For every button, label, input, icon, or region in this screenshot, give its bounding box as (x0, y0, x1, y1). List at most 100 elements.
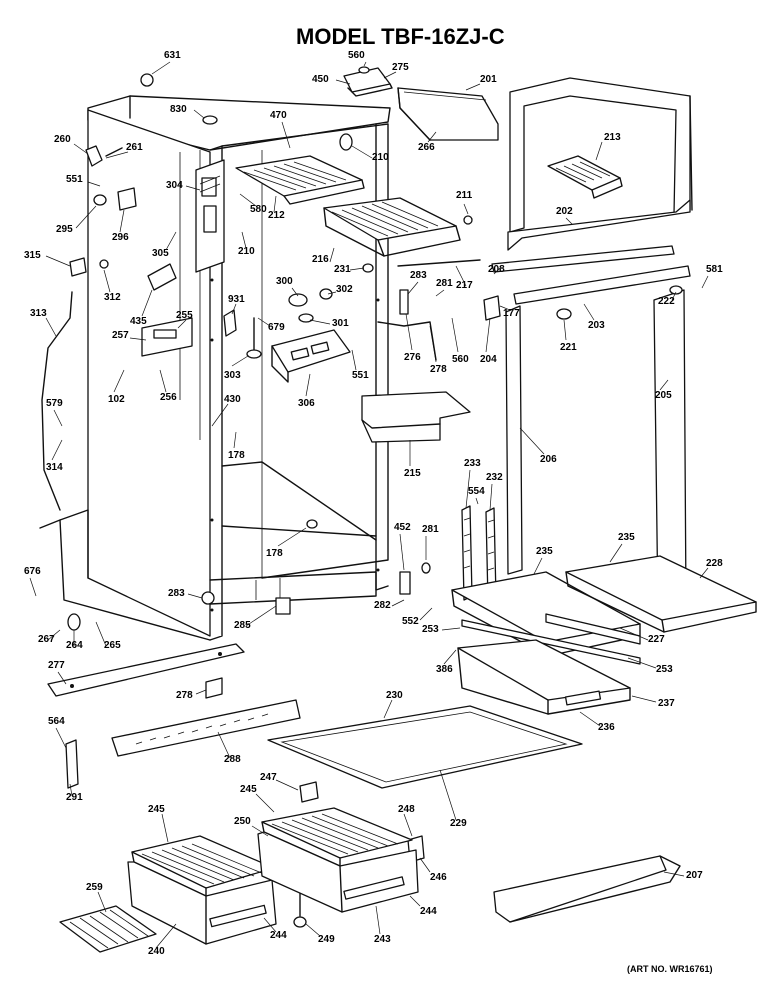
part-label: 248 (398, 804, 415, 815)
tube-313 (41, 291, 73, 511)
part-label: 177 (503, 308, 520, 319)
part-label: 206 (540, 454, 557, 465)
part-label: 178 (266, 548, 283, 559)
part-label: 305 (152, 248, 169, 259)
drawer-240 (127, 861, 277, 945)
basket-245-right (261, 807, 413, 867)
bracket-291 (65, 739, 79, 789)
cover-306 (271, 329, 351, 383)
part-label: 554 (468, 486, 485, 497)
part-label: 276 (404, 352, 421, 363)
grille-288 (111, 699, 301, 757)
part-label: 178 (228, 450, 245, 461)
part-label: 257 (112, 330, 129, 341)
part-label: 221 (560, 342, 577, 353)
icemaker-bracket (343, 66, 393, 97)
part-label: 430 (224, 394, 241, 405)
slide-227 (461, 619, 641, 665)
leader-lines (29, 61, 709, 949)
diagram-title: MODEL TBF-16ZJ-C (296, 24, 505, 49)
hardware-items (67, 73, 683, 928)
part-label: 282 (374, 600, 391, 611)
part-label: 207 (686, 870, 703, 881)
part-label: 676 (24, 566, 41, 577)
part-label: 285 (234, 620, 251, 631)
part-label: 265 (104, 640, 121, 651)
part-label: 306 (298, 398, 315, 409)
part-label: 260 (54, 134, 71, 145)
door-bin-207 (493, 855, 681, 923)
part-label: 302 (336, 284, 353, 295)
part-label: 281 (436, 278, 453, 289)
part-label: 312 (104, 292, 121, 303)
bin-215 (361, 391, 471, 443)
part-labels: 631 560 275 450 201 830 470 260 261 266 … (24, 50, 723, 957)
part-label: 205 (655, 390, 672, 401)
drawer-243 (257, 831, 419, 913)
shelf-216 (323, 197, 461, 257)
part-label: 233 (464, 458, 481, 469)
part-label: 315 (24, 250, 41, 261)
part-label: 203 (588, 320, 605, 331)
art-number: (ART NO. WR16761) (627, 964, 713, 974)
part-label: 301 (332, 318, 349, 329)
part-label: 102 (108, 394, 125, 405)
part-label: 452 (394, 522, 411, 533)
part-label: 291 (66, 792, 83, 803)
part-label: 267 (38, 634, 55, 645)
part-label: 246 (430, 872, 447, 883)
part-label: 470 (270, 110, 287, 121)
part-label: 210 (372, 152, 389, 163)
part-label: 236 (598, 722, 615, 733)
hinge-277 (47, 643, 245, 697)
part-label: 551 (352, 370, 369, 381)
part-label: 228 (706, 558, 723, 569)
part-label: 278 (430, 364, 447, 375)
part-label: 245 (240, 784, 257, 795)
part-label: 237 (658, 698, 675, 709)
part-label: 450 (312, 74, 329, 85)
part-label: 281 (422, 524, 439, 535)
part-label: 296 (112, 232, 129, 243)
part-label: 201 (480, 74, 497, 85)
part-label: 277 (48, 660, 65, 671)
part-label: 249 (318, 934, 335, 945)
part-label: 560 (452, 354, 469, 365)
part-label: 435 (130, 316, 147, 327)
part-label: 313 (30, 308, 47, 319)
part-label: 240 (148, 946, 165, 957)
part-label: 679 (268, 322, 285, 333)
control-housing (195, 159, 225, 273)
part-label: 259 (86, 882, 103, 893)
part-label: 552 (402, 616, 419, 627)
part-label: 581 (706, 264, 723, 275)
part-label: 314 (46, 462, 63, 473)
part-label: 304 (166, 180, 183, 191)
part-label: 247 (260, 772, 277, 783)
part-label: 253 (656, 664, 673, 675)
part-label: 244 (420, 906, 437, 917)
part-label: 215 (404, 468, 421, 479)
part-label: 210 (238, 246, 255, 257)
bracket-255 (141, 317, 193, 357)
part-label: 217 (456, 280, 473, 291)
trim-208 (491, 245, 675, 273)
part-label: 579 (46, 398, 63, 409)
part-label: 303 (224, 370, 241, 381)
filter-259 (59, 905, 157, 953)
part-label: 227 (648, 634, 665, 645)
part-label: 213 (604, 132, 621, 143)
part-label: 266 (418, 142, 435, 153)
part-label: 931 (228, 294, 245, 305)
part-label: 208 (488, 264, 505, 275)
part-label: 256 (160, 392, 177, 403)
part-label: 830 (170, 104, 187, 115)
part-label: 245 (148, 804, 165, 815)
part-label: 288 (224, 754, 241, 765)
part-label: 235 (536, 546, 553, 557)
part-label: 631 (164, 50, 181, 61)
divider-206 (505, 305, 523, 575)
part-label: 244 (270, 930, 287, 941)
part-label: 204 (480, 354, 497, 365)
